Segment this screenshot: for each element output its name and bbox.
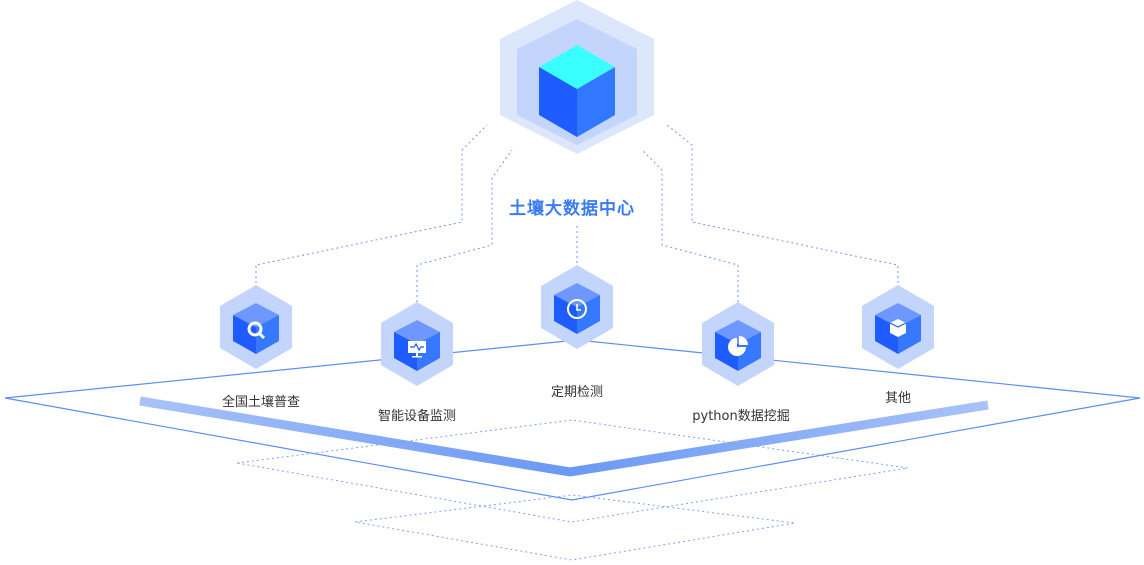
node-hexagon-4 bbox=[702, 302, 774, 386]
clock-icon bbox=[567, 299, 587, 319]
node-hexagon-3 bbox=[541, 265, 613, 349]
node-label-other: 其他 bbox=[884, 391, 912, 406]
node-hexagon-1 bbox=[220, 285, 292, 369]
dashed-layer-1 bbox=[236, 419, 909, 523]
dashed-layer-2 bbox=[354, 494, 796, 561]
node-label-python-mining: python数据挖掘 bbox=[692, 409, 790, 424]
node-label-inspection: 定期检测 bbox=[550, 385, 604, 400]
platform-bar bbox=[139, 396, 989, 477]
pie-chart-icon bbox=[728, 336, 748, 356]
center-hexagon bbox=[500, 0, 654, 154]
center-title: 土壤大数据中心 bbox=[509, 199, 635, 219]
search-icon bbox=[247, 321, 266, 340]
node-hexagon-5 bbox=[862, 285, 934, 369]
node-hexagon-2 bbox=[381, 302, 453, 386]
connectors bbox=[255, 124, 899, 302]
node-label-monitoring: 智能设备监测 bbox=[377, 409, 457, 424]
node-label-survey: 全国土壤普查 bbox=[221, 395, 301, 410]
cube-icon bbox=[539, 45, 615, 137]
box-icon bbox=[889, 319, 907, 337]
monitor-icon bbox=[408, 341, 426, 358]
